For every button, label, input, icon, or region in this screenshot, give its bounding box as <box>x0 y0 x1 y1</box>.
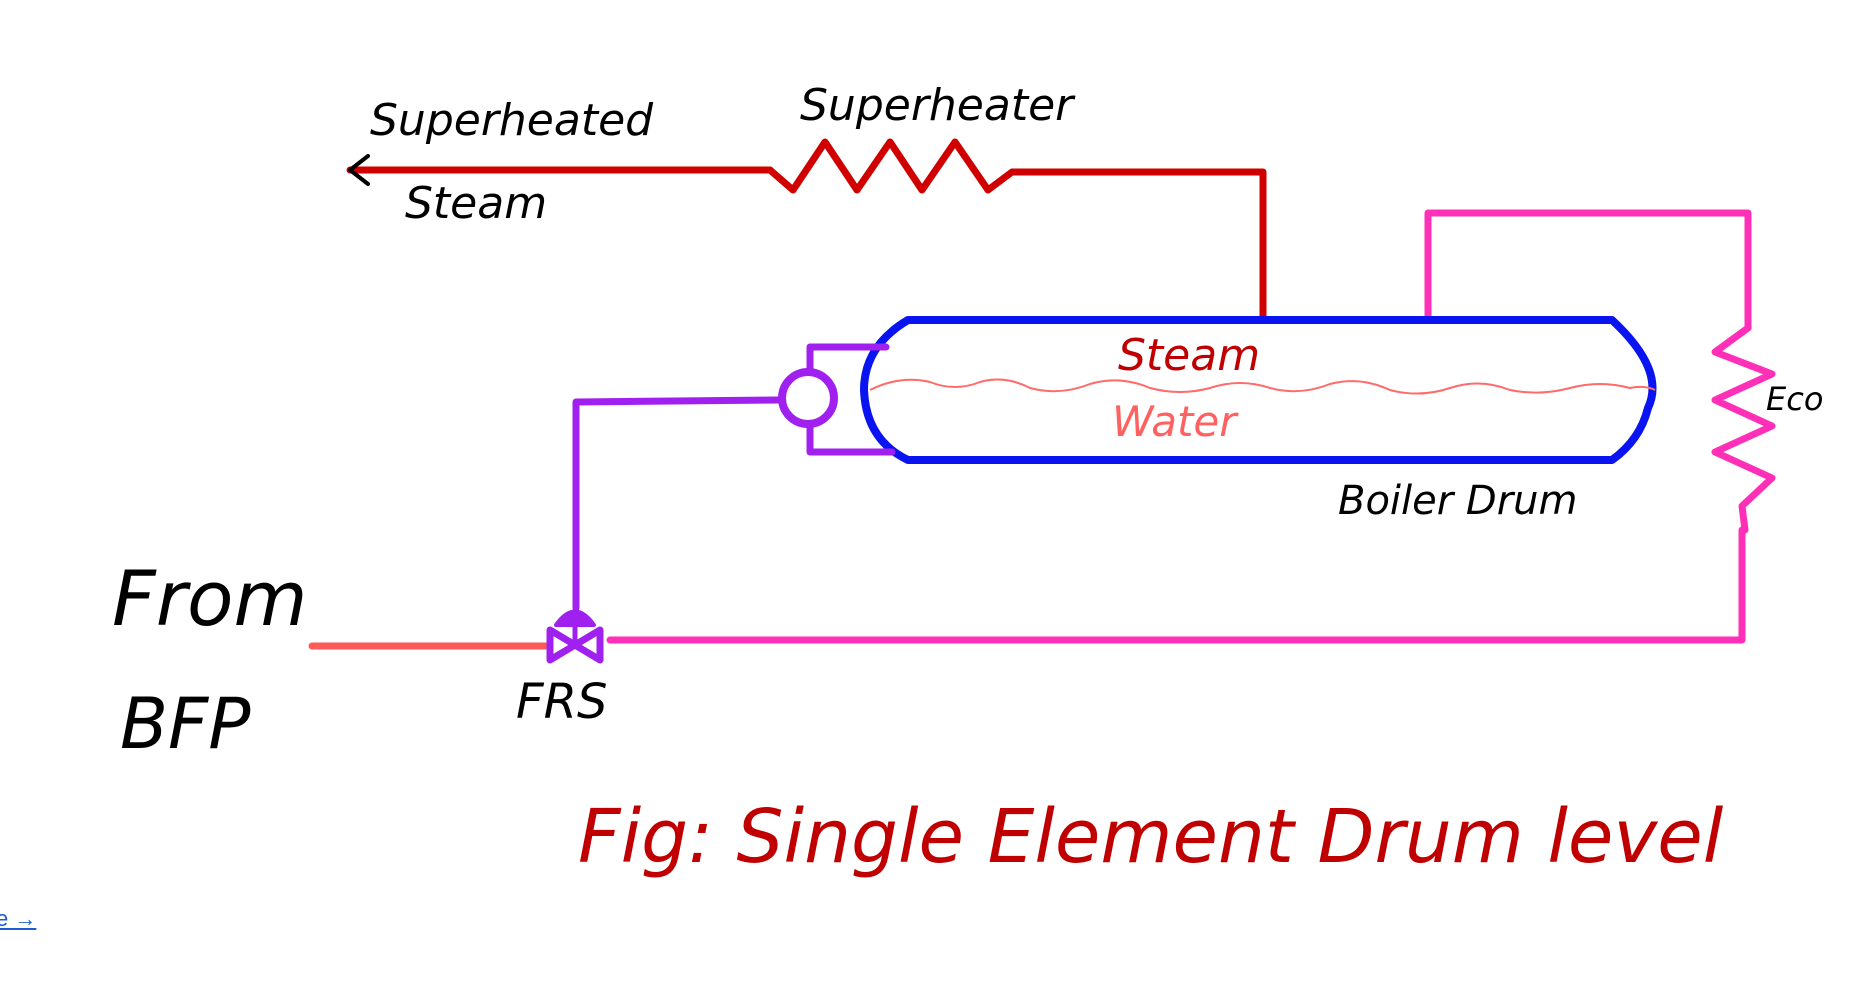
steam-out-label: Steam <box>405 178 547 229</box>
outlet-arrow-icon <box>348 154 370 186</box>
superheated-steam-line <box>346 154 774 186</box>
boiler-drum-label: Boiler Drum <box>1338 478 1577 524</box>
feedwater-line <box>606 526 1746 644</box>
boiler-drum <box>860 316 1657 464</box>
level-transmitter-icon <box>778 368 838 428</box>
superheater-coil <box>766 138 1051 194</box>
drum-water-label: Water <box>1112 397 1239 446</box>
continue-link[interactable]: e → <box>0 906 37 931</box>
superheated-label: Superheated <box>370 95 654 146</box>
drum-steam-label: Steam <box>1118 330 1260 381</box>
eco-label: Eco <box>1766 380 1823 418</box>
from-label: From <box>112 554 308 643</box>
frs-valve-icon <box>546 609 604 664</box>
eco-coil <box>1711 324 1776 534</box>
level-transmitter <box>778 343 896 456</box>
frs-label: FRS <box>516 674 607 730</box>
figure-caption: Fig: Single Element Drum level <box>578 794 1724 880</box>
bfp-label: BFP <box>120 683 251 765</box>
superheater-label: Superheater <box>800 80 1076 131</box>
control-signal-line <box>572 396 784 612</box>
eco-return-line <box>1424 209 1752 332</box>
steam-riser-line <box>1041 168 1267 322</box>
water-surface-line <box>869 378 1656 395</box>
